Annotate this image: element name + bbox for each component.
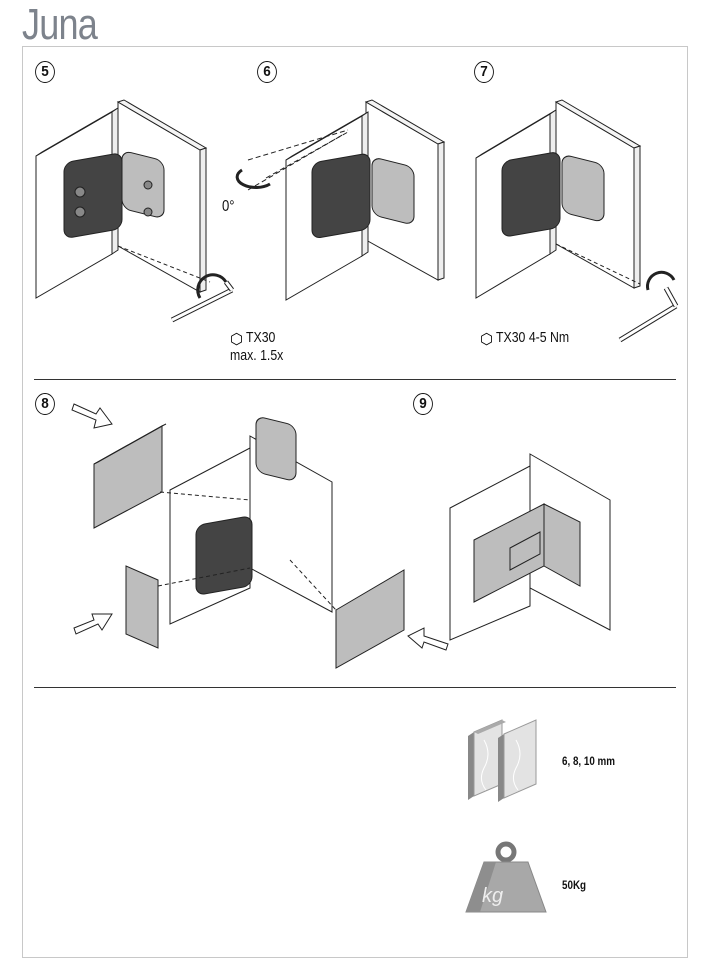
hinge-plate-dark [311,153,371,239]
rotate-arrow-icon [235,168,271,189]
step-number-8: 8 [35,393,55,415]
hinge-plate-light [255,417,297,481]
step-number-6: 6 [257,61,277,83]
hinge-plate-dark [195,516,253,595]
angle-label-step-6: 0° [222,198,235,215]
glass-panels-icon [468,719,537,802]
insert-arrow-icon [407,627,449,651]
document-title: Juna [22,0,98,49]
end-cap [125,565,159,649]
hinge-plate-light [371,158,415,224]
section-divider [34,687,676,688]
cover-plate [543,503,581,587]
hinge-plate-light [121,151,165,218]
max-weight-label: 50Kg [562,878,587,892]
tool-label-step-7: TX30 4-5 Nm [496,329,570,346]
torx-icon: ⬡ [230,331,244,348]
torx-icon: ⬡ [480,331,494,348]
kg-text: kg [482,885,503,907]
insert-arrow-icon [71,403,113,429]
tool-note-step-5: max. 1.5x [230,347,284,364]
step-number-7: 7 [474,61,494,83]
step-number-9: 9 [413,393,433,415]
hinge-plate-dark [501,152,561,237]
step-number-5: 5 [35,61,55,83]
weight-kg-icon: kg [465,841,547,913]
section-divider [34,379,676,380]
insert-arrow-icon [73,613,113,635]
tool-label-step-5: TX30 [246,329,276,346]
instruction-frame [22,46,688,958]
hinge-plate-light [561,155,605,222]
glass-thickness-label: 6, 8, 10 mm [562,754,616,768]
cover-plate [335,569,405,669]
